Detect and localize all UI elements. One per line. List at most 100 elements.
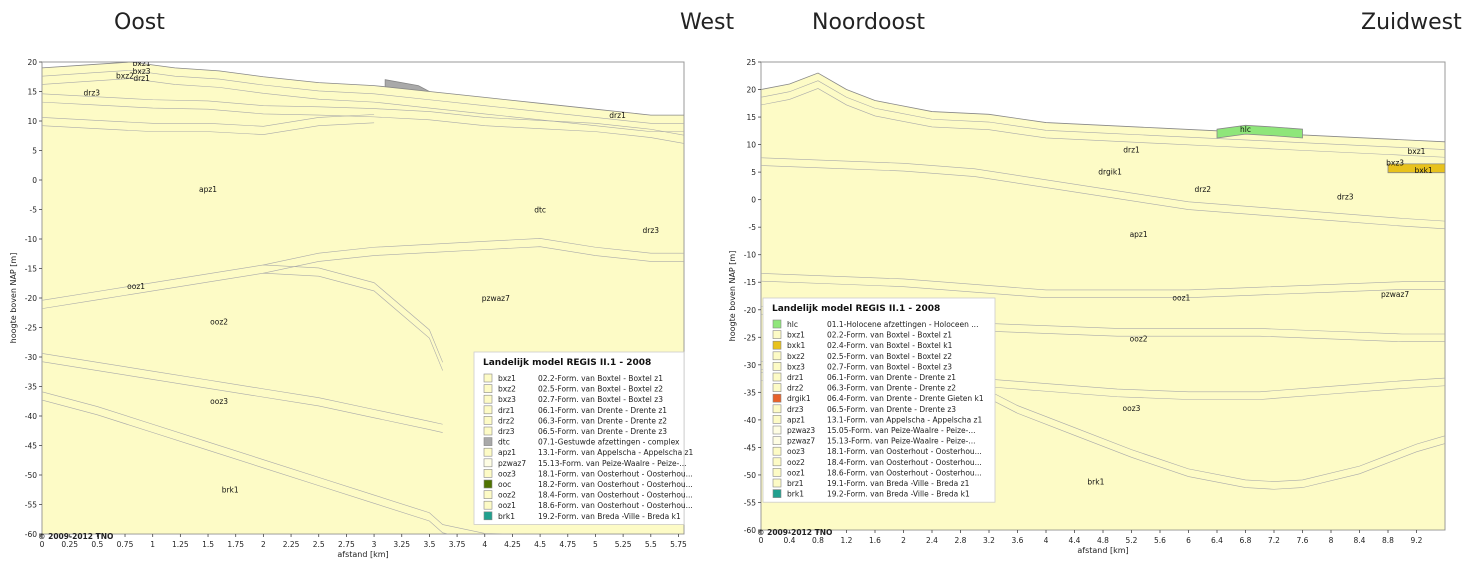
y-tick-label: -55 <box>25 501 37 510</box>
strata-line <box>42 114 375 127</box>
legend-title: Landelijk model REGIS II.1 - 2008 <box>483 358 651 368</box>
x-tick-label: 0.4 <box>784 536 796 545</box>
strata-line <box>42 93 684 136</box>
legend-code: bxz3 <box>787 362 805 371</box>
legend-desc: 02.2-Form. van Boxtel - Boxtel z1 <box>538 374 663 383</box>
legend-swatch <box>772 362 782 371</box>
legend-desc: 06.1-Form. van Drente - Drente z1 <box>538 406 667 415</box>
strata-line <box>761 88 1445 158</box>
strata-line <box>42 69 684 124</box>
strata-line <box>42 399 450 534</box>
legend-desc: 06.3-Form. van Drente - Drente z2 <box>827 384 956 393</box>
legend-code: ooz3 <box>498 469 516 478</box>
legend-swatch <box>483 458 493 468</box>
y-tick-label: 0 <box>751 196 756 205</box>
x-tick-label: 3.75 <box>449 540 466 549</box>
x-tick-label: 1.5 <box>202 540 214 549</box>
y-axis-label: hoogte boven NAP [m] <box>9 253 18 344</box>
x-tick-label: 4.5 <box>534 540 546 549</box>
cross-section-chart-oost-west: bxz1bxz2bxz3drz1drz3apz1dtcdrz1drz3ooz1o… <box>0 50 702 570</box>
legend-code: drz2 <box>787 384 804 393</box>
layer-label: ooz2 <box>1130 335 1148 344</box>
legend-swatch <box>483 394 493 404</box>
layer-label: bxz1 <box>1408 147 1426 156</box>
strata-line <box>761 165 1445 230</box>
legend-code: ooz2 <box>787 458 805 467</box>
layer-label: drgik1 <box>1098 167 1122 176</box>
y-tick-label: -40 <box>25 412 37 421</box>
strata-line <box>42 264 443 363</box>
legend-swatch <box>483 437 493 446</box>
strata-line <box>42 353 443 425</box>
legend-desc: 13.1-Form. van Appelscha - Appelscha z1 <box>827 415 982 424</box>
y-tick-label: -55 <box>744 498 756 507</box>
legend-code: bxz2 <box>787 352 805 361</box>
layer-label: bxz3 <box>1386 159 1404 168</box>
x-tick-label: 8.4 <box>1354 536 1366 545</box>
layer-label: apz1 <box>1130 230 1148 239</box>
layer-label: drz3 <box>84 89 101 98</box>
x-tick-label: 4.25 <box>504 540 521 549</box>
legend-box <box>473 351 685 525</box>
copyright-text: © 2009-2012 TNO <box>757 528 832 537</box>
legend-swatch <box>772 478 782 488</box>
y-tick-label: -10 <box>744 251 756 260</box>
x-tick-label: 3.2 <box>983 536 995 545</box>
legend-swatch <box>483 479 493 489</box>
legend-desc: 15.05-Form. van Peize-Waalre - Peize-... <box>827 426 976 435</box>
legend-desc: 02.2-Form. van Boxtel - Boxtel z1 <box>827 331 952 340</box>
legend-desc: 18.6-Form. van Oosterhout - Oosterhou... <box>538 501 693 510</box>
y-tick-label: 5 <box>32 147 37 156</box>
legend-swatch <box>772 372 782 382</box>
legend-code: ooc <box>498 480 511 489</box>
legend-code: bxz3 <box>498 395 516 404</box>
legend-code: apz1 <box>498 448 516 457</box>
x-tick-label: 7.2 <box>1268 536 1280 545</box>
direction-label-west: West <box>680 10 735 35</box>
y-tick-label: -15 <box>744 278 756 287</box>
direction-label-oost: Oost <box>114 10 165 35</box>
legend-desc: 18.4-Form. van Oosterhout - Oosterhou... <box>538 491 693 500</box>
y-tick-label: -50 <box>25 471 37 480</box>
x-tick-label: 2.5 <box>313 540 325 549</box>
direction-label-noordoost: Noordoost <box>812 10 926 35</box>
legend-code: drz2 <box>498 416 515 425</box>
legend-swatch <box>772 404 782 414</box>
strata-line <box>42 361 443 433</box>
legend-swatch <box>483 490 493 499</box>
legend-code: dtc <box>498 438 510 447</box>
x-tick-label: 1.2 <box>841 536 853 545</box>
x-tick-label: 1.6 <box>869 536 881 545</box>
legend-desc: 06.4-Form. van Drente - Drente Gieten k1 <box>827 394 984 403</box>
x-tick-label: 5 <box>593 540 598 549</box>
legend-swatch <box>772 457 782 467</box>
x-tick-label: 6.4 <box>1211 536 1223 545</box>
legend-desc: 18.6-Form. van Oosterhout - Oosterhou... <box>827 468 982 477</box>
y-tick-label: -50 <box>744 471 756 480</box>
legend-swatch <box>772 468 782 477</box>
y-tick-label: -25 <box>25 324 37 333</box>
legend-code: pzwaz3 <box>787 426 815 435</box>
legend-desc: 02.5-Form. van Boxtel - Boxtel z2 <box>827 352 952 361</box>
legend-desc: 07.1-Gestuwde afzettingen - complex <box>538 438 680 447</box>
legend-swatch <box>483 500 493 510</box>
strata-line <box>761 273 1445 291</box>
x-tick-label: 4 <box>482 540 487 549</box>
legend-code: brz1 <box>787 479 804 488</box>
layer-label: drz3 <box>1337 193 1354 202</box>
legend-code: bxz1 <box>787 331 805 340</box>
legend-swatch <box>772 393 782 403</box>
y-tick-label: 5 <box>751 168 756 177</box>
direction-label-zuidwest: Zuidwest <box>1361 10 1462 35</box>
legend-swatch <box>772 436 782 445</box>
x-tick-label: 4 <box>1044 536 1049 545</box>
x-tick-label: 0.75 <box>117 540 134 549</box>
layer-label: apz1 <box>199 185 217 194</box>
layer-label: drz3 <box>643 226 660 235</box>
y-tick-label: 15 <box>746 113 756 122</box>
y-tick-label: -20 <box>25 294 37 303</box>
strata-line <box>42 78 684 132</box>
layer-label: drz1 <box>609 111 626 120</box>
layer-label: bxz2 <box>116 72 134 81</box>
